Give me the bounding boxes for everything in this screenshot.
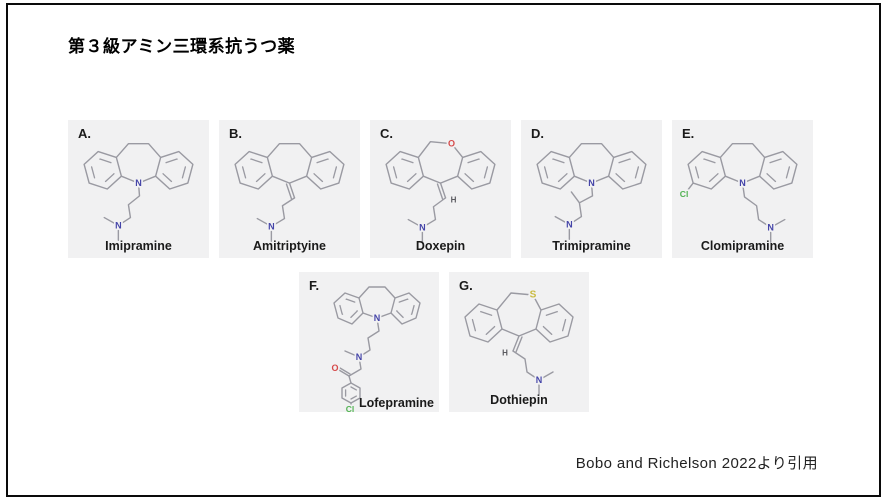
amine-nitrogen-label: N: [767, 222, 774, 232]
exocyclic-double-bond: [512, 335, 523, 353]
amine-nitrogen-label: N: [268, 222, 275, 232]
panel-trimipramine: N N D. Trimipramine: [521, 120, 662, 258]
benzene-ring-right-double-bonds: [313, 158, 338, 183]
panel-letter: B.: [229, 126, 242, 141]
amide-nitrogen-label: N: [356, 352, 363, 362]
chlorine-label: Cl: [346, 404, 355, 412]
compound-name: Clomipramine: [700, 239, 785, 253]
panel-dothiepin: S H N G. Dothiepin: [449, 272, 589, 412]
oxepine-ring-bonds: [417, 140, 464, 184]
slide-title: 第３級アミン三環系抗うつ薬: [68, 37, 296, 56]
panel-clomipramine: Cl N N E. Clomipramine: [672, 120, 813, 258]
panel-imipramine: N N A. Imipramine: [68, 120, 209, 258]
panel-letter: A.: [78, 126, 91, 141]
citation-text: Bobo and Richelson 2022より引用: [575, 455, 818, 472]
panel-doxepin: O H N C. Doxepin: [370, 120, 511, 258]
benzene-ring-right-double-bonds: [542, 310, 567, 336]
chlorophenyl-ring-double-bonds: [344, 386, 358, 400]
structure-lofepramine: N N O Cl: [330, 286, 421, 412]
carbonyl-double-bond: [338, 367, 351, 377]
chloro-bond: [686, 182, 694, 192]
benzene-ring-left-double-bonds: [90, 158, 115, 183]
chlorophenyl-ring: [341, 382, 361, 404]
benzene-ring-left-double-bonds: [392, 158, 417, 183]
aminopropylidene-chain: [256, 197, 296, 242]
amine-nitrogen-label: N: [566, 220, 573, 230]
compound-name: Doxepin: [415, 239, 466, 253]
ring-nitrogen-label: N: [135, 178, 142, 188]
aminopropyl-chain: [103, 182, 141, 241]
structure-doxepin: O H N: [385, 137, 496, 243]
structure-dothiepin: S H N: [464, 288, 574, 395]
ring-sulfur-label: S: [530, 290, 537, 301]
aminopropyl-chain: [741, 182, 786, 243]
compound-name: Dothiepin: [490, 393, 548, 407]
ring-nitrogen-label: N: [739, 178, 746, 188]
compound-name: Amitriptyine: [253, 239, 326, 253]
aryl-bond: [348, 375, 352, 384]
methyl-aminopropyl-chain: [554, 182, 594, 240]
benzene-ring-left-double-bonds: [471, 310, 496, 336]
benzene-ring-right-double-bonds: [396, 298, 415, 319]
aminopropylidene-chain: [512, 350, 554, 395]
panel-letter: G.: [459, 278, 473, 293]
panel-letter: E.: [682, 126, 695, 141]
benzene-ring-left-double-bonds: [543, 158, 568, 183]
benzene-ring-right-double-bonds: [464, 158, 489, 183]
exocyclic-double-bond: [285, 182, 296, 200]
compound-name: Lofepramine: [358, 396, 434, 410]
structure-clomipramine: Cl N N: [678, 142, 798, 243]
cycloheptene-ring-bonds: [266, 142, 313, 184]
vinyl-hydrogen-label: H: [502, 349, 508, 358]
panel-letter: C.: [380, 126, 393, 141]
benzene-ring-right-double-bonds: [766, 158, 791, 183]
chlorine-label: Cl: [680, 189, 689, 199]
amine-nitrogen-label: N: [115, 221, 122, 231]
panel-letter: D.: [531, 126, 544, 141]
structure-trimipramine: N N: [536, 142, 647, 240]
ring-nitrogen-label: N: [374, 313, 381, 323]
amine-nitrogen-label: N: [536, 375, 543, 385]
exocyclic-double-bond: [436, 182, 447, 200]
vinyl-hydrogen-label: H: [451, 195, 457, 204]
compound-name: Imipramine: [105, 239, 172, 253]
ring-nitrogen-label: N: [588, 178, 595, 188]
ring-oxygen-label: O: [448, 139, 455, 149]
compound-name: Trimipramine: [552, 239, 631, 253]
structure-imipramine: N N: [83, 142, 194, 241]
benzene-ring-right-double-bonds: [615, 158, 640, 183]
panel-lofepramine: N N O Cl F. Lofepramine: [299, 272, 439, 412]
panel-letter: F.: [309, 278, 320, 293]
propyl-methylamino-chain: [344, 317, 380, 377]
benzene-ring-left-double-bonds: [694, 158, 719, 183]
benzene-ring-left-double-bonds: [339, 298, 358, 319]
carbonyl-oxygen-label: O: [331, 363, 338, 373]
benzene-ring-right-double-bonds: [162, 158, 187, 183]
panel-amitriptyine: N B. Amitriptyine: [219, 120, 360, 258]
benzene-ring-left-double-bonds: [241, 158, 266, 183]
aminopropylidene-chain: [407, 197, 447, 243]
structure-amitriptyine: N: [234, 142, 345, 242]
amine-nitrogen-label: N: [419, 222, 426, 232]
